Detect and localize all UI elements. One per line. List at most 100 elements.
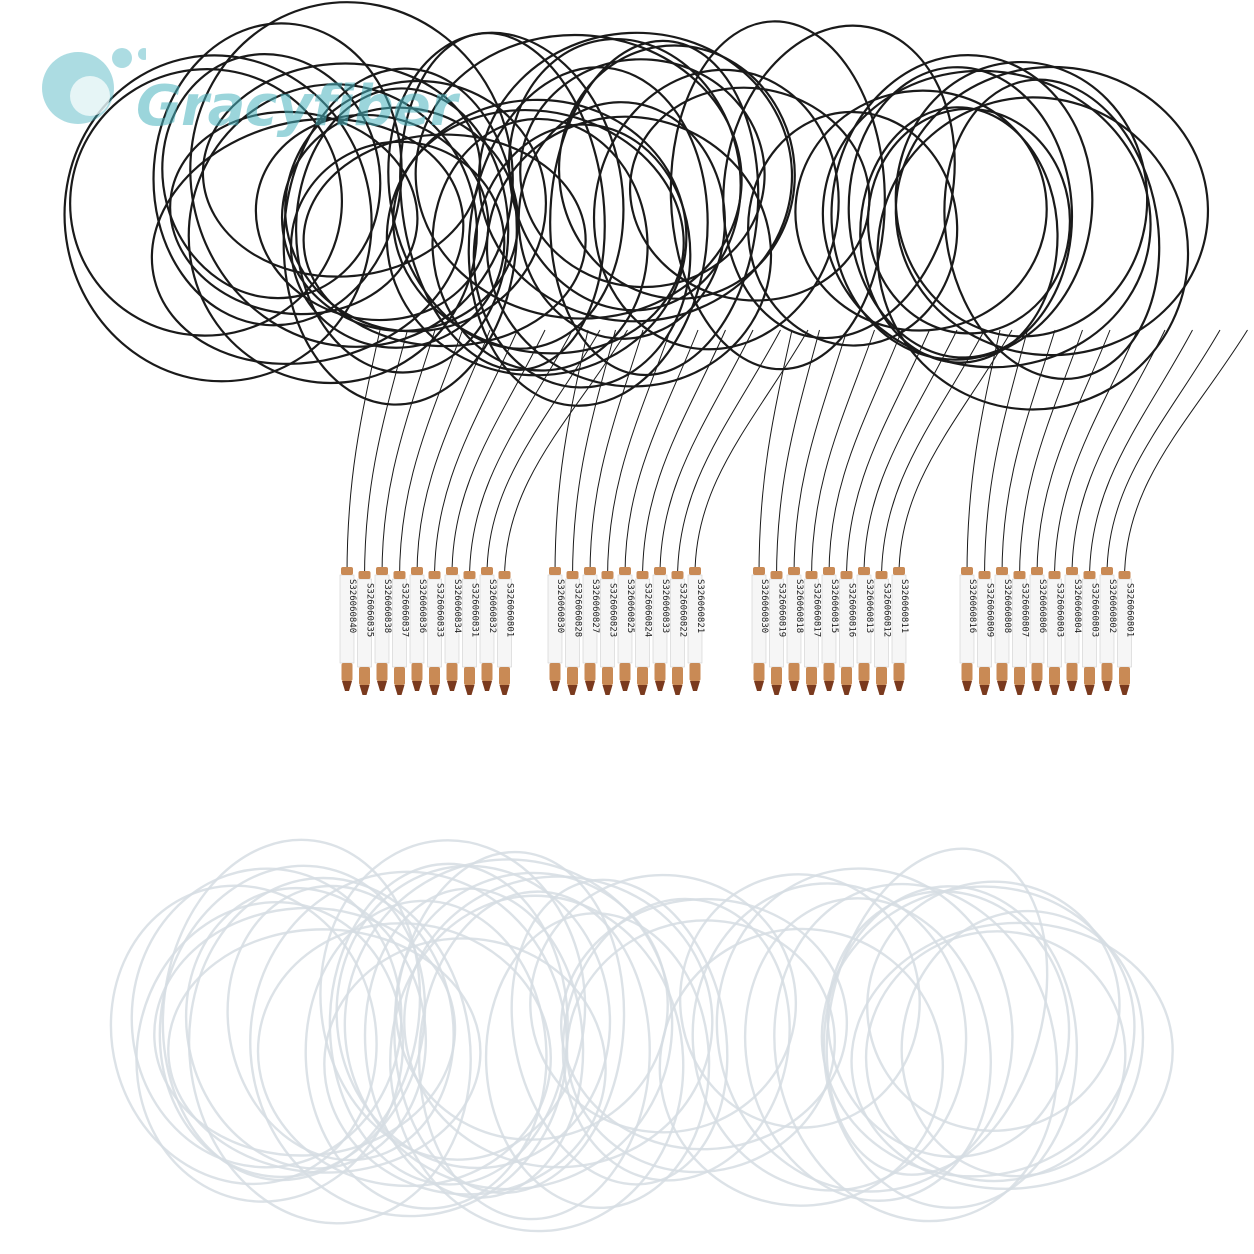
copper-ferrule	[858, 663, 870, 681]
fiber-id-text: S326060801	[1125, 583, 1135, 637]
fiber-id-text: S326060830	[759, 579, 769, 633]
fiber-strand	[1124, 329, 1248, 580]
ferrule-tip	[1049, 685, 1060, 695]
clear-fiber-loop	[319, 839, 587, 1161]
ferrule-tip	[1084, 685, 1095, 695]
black-fiber-loop	[189, 1, 514, 348]
black-fiber-loop	[282, 67, 518, 406]
ferrule-tip	[997, 681, 1007, 691]
fiber-strand	[898, 329, 1013, 576]
copper-ferrule	[672, 667, 683, 685]
clear-fiber-loop	[825, 847, 1049, 1176]
brand-logo-icon	[42, 48, 146, 124]
ferrule-cap	[341, 567, 353, 575]
copper-ferrule	[961, 663, 973, 681]
copper-ferrule	[1014, 667, 1025, 685]
clear-fiber-loop	[304, 899, 548, 1210]
black-fiber-loop	[485, 115, 773, 388]
clear-fiber-loop	[678, 873, 921, 1129]
copper-ferrule	[341, 663, 353, 681]
fiber-id-text: S326060832	[487, 579, 497, 633]
black-fiber-loop	[169, 110, 419, 316]
clear-fiber-loop	[158, 864, 427, 1179]
ferrule-cap	[446, 567, 458, 575]
fiber-id-text: S326060824	[643, 583, 653, 637]
black-fiber-loop	[592, 68, 840, 351]
ferrule-tip	[377, 681, 387, 691]
black-fiber-loop	[201, 62, 482, 278]
fiber-strand	[346, 329, 381, 576]
fiber-strand	[966, 329, 1001, 576]
ferrule-cap	[376, 567, 388, 575]
fiber-strand	[399, 329, 463, 580]
fiber-id-text: S326060815	[829, 579, 839, 633]
ferrule-tip	[602, 685, 613, 695]
copper-ferrule	[893, 663, 905, 681]
ferrule-cap	[636, 571, 649, 579]
clear-fiber-loop	[187, 876, 472, 1225]
fiber-strand	[572, 329, 616, 580]
ferrule-tip	[754, 681, 764, 691]
ferrule-tip	[771, 685, 782, 695]
black-fiber-loop	[467, 66, 709, 407]
fiber-strand	[776, 329, 820, 580]
clear-fiber-coils	[109, 838, 1174, 1233]
clear-fiber-loop	[866, 880, 1121, 1133]
fiber-id-text: S326060812	[882, 583, 892, 637]
fiber-strand	[863, 329, 958, 576]
clear-fiber-loop	[130, 867, 403, 1169]
copper-ferrule	[619, 663, 631, 681]
clear-fiber-loop	[743, 897, 992, 1202]
black-fiber-loop	[63, 54, 373, 383]
fiber-id-text: S326060835	[365, 583, 375, 637]
ferrule-cap	[961, 567, 973, 575]
ferrule-tip	[567, 685, 578, 695]
fiber-id-text: S326060801	[505, 583, 515, 637]
copper-ferrule	[464, 667, 475, 685]
clear-fiber-loop	[773, 882, 1059, 1223]
copper-ferrule	[876, 667, 887, 685]
fiber-id-text: S326060806	[1037, 579, 1047, 633]
copper-ferrule	[1066, 663, 1078, 681]
copper-ferrule	[1119, 667, 1130, 685]
clear-fiber-loop	[109, 884, 378, 1186]
ferrule-cap	[823, 567, 835, 575]
fiber-strand	[1089, 329, 1193, 580]
black-fiber-loop	[859, 106, 1059, 364]
ferrule-cap	[428, 571, 441, 579]
copper-ferrule	[771, 667, 782, 685]
clear-fiber-loop	[850, 921, 1174, 1191]
clear-fiber-loop	[510, 878, 729, 1186]
ferrule-cap	[463, 571, 476, 579]
ferrule-cap	[1048, 571, 1061, 579]
fiber-strand	[1054, 329, 1138, 580]
black-fiber-loop	[876, 96, 1190, 411]
fiber-strand	[659, 329, 754, 576]
fiber-strand	[828, 329, 903, 576]
ferrule-tip	[1014, 685, 1025, 695]
fiber-id-text: S326060821	[695, 579, 705, 633]
fiber-id-text: S326060831	[470, 583, 480, 637]
fiber-strand	[624, 329, 699, 576]
ferrule-cap	[1066, 567, 1078, 575]
ferrule-tip	[499, 685, 510, 695]
ferrule-tip	[342, 681, 352, 691]
black-fiber-loop	[414, 33, 743, 320]
black-fiber-loop	[894, 60, 1149, 338]
fiber-id-text: S326060816	[847, 583, 857, 637]
copper-ferrule	[1101, 663, 1113, 681]
clear-fiber-loop	[394, 871, 669, 1141]
clear-fiber-loop	[529, 873, 798, 1134]
brand-watermark-text: Gracyfiber	[136, 74, 457, 139]
fiber-strand	[364, 329, 408, 580]
copper-ferrule	[841, 667, 852, 685]
copper-ferrule	[567, 667, 578, 685]
fiber-strand	[758, 329, 793, 576]
black-fiber-loop	[431, 117, 649, 372]
copper-ferrule	[549, 663, 561, 681]
fiber-strand	[469, 329, 573, 580]
